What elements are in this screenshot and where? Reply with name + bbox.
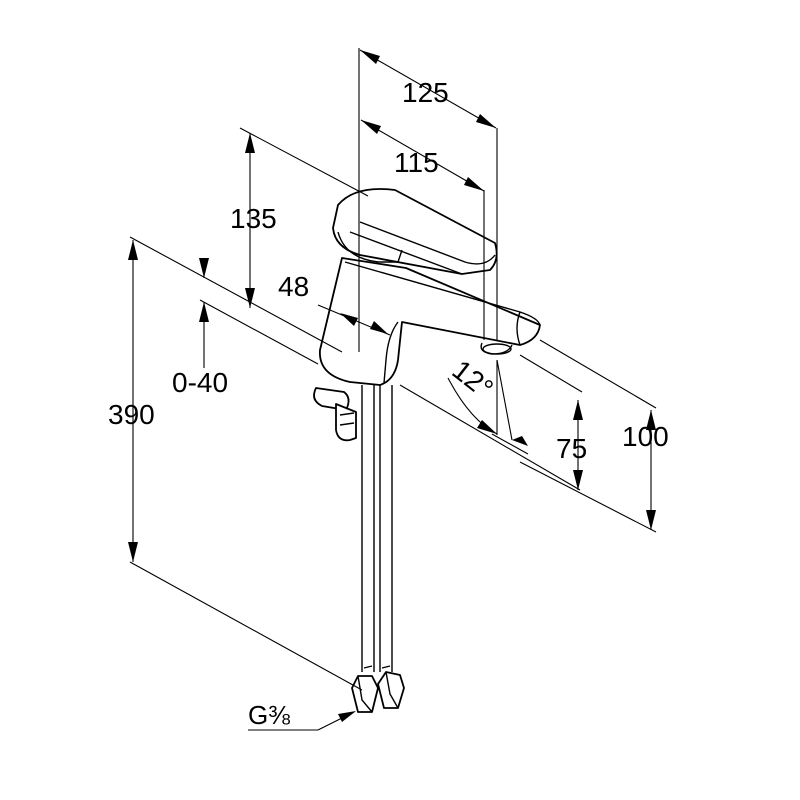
thread-size-label: G⅜ (248, 700, 290, 730)
hose-nut (351, 671, 405, 713)
dim-75-label: 75 (556, 433, 587, 464)
dim-115-label: 115 (394, 147, 439, 178)
supply-hoses (361, 385, 393, 672)
faucet-lever (332, 188, 498, 275)
dim-12-degree-label: 12° (447, 354, 499, 404)
dim-125-label: 125 (402, 77, 449, 108)
dim-100-label: 100 (622, 421, 669, 452)
faucet-body (319, 257, 541, 386)
dim-390-label: 390 (108, 399, 155, 430)
mounting-clamp (313, 387, 357, 442)
dim-135-label: 135 (230, 203, 277, 234)
dim-0-40-label: 0-40 (172, 367, 228, 398)
dim-48-label: 48 (278, 271, 309, 302)
